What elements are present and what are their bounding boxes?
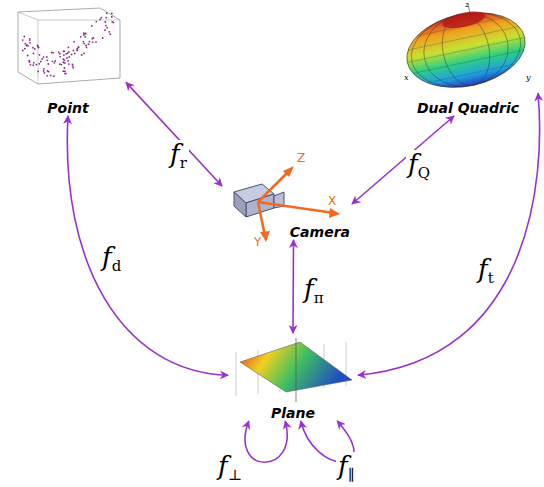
axis-label: y [526,74,531,82]
factor-label: ft [476,255,496,284]
axis-label: x [404,74,409,82]
factor-label: f∥ [336,452,357,481]
node-region: Point [10,4,126,116]
relation-arrow [352,116,454,204]
relation-arrow [126,82,222,186]
node-region: Dual Quadric [398,2,538,116]
node-label: Point [47,100,88,116]
relation-arrow [292,240,294,333]
plane-surface [236,338,352,402]
axis-label: z [465,1,469,9]
relation-arrow [358,93,540,375]
axis-label: Z [297,152,305,164]
node-region: Plane [228,333,358,421]
factor-label: fd [100,243,123,272]
relation-arrow [67,116,228,375]
factor-label: fr [168,140,189,169]
node-label: Plane [271,405,315,421]
axis-label: X [328,195,336,207]
node-label: Camera [290,224,350,240]
factor-label: f⊥ [216,452,244,481]
axis-label: Y [254,236,261,248]
ellipsoid [400,1,533,97]
factor-label: fQ [406,150,432,179]
factor-label: fπ [302,275,325,304]
relation-arrow [245,421,287,462]
point-cloud [18,8,120,84]
node-label: Dual Quadric [417,100,519,116]
